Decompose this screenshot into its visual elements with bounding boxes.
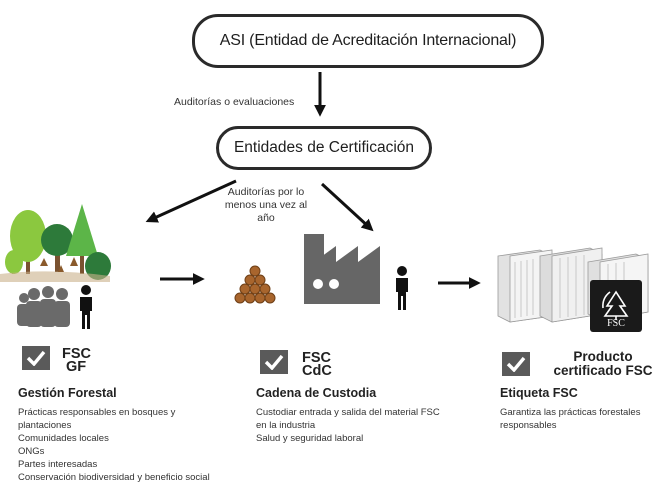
list-item: Comunidades locales (18, 433, 109, 444)
code-line2: certificado FSC (553, 363, 653, 378)
code-line2: GF (66, 359, 87, 375)
checkmark-icon (260, 350, 288, 374)
list-item: Prácticas responsables en bosques y (18, 407, 176, 418)
forest-management-list: Prácticas responsables en bosques y plan… (18, 406, 210, 484)
factory-icon (304, 234, 380, 304)
section-title-forest-management: Gestión Forestal (18, 386, 117, 400)
asi-accreditation-box: ASI (Entidad de Acreditación Internacion… (192, 14, 544, 68)
list-item: plantaciones (18, 420, 72, 431)
person-icon (396, 266, 408, 310)
section-title-chain-of-custody: Cadena de Custodia (256, 386, 377, 400)
audit-label-top: Auditorías o evaluaciones (174, 96, 295, 108)
asi-label: ASI (Entidad de Acreditación Internacion… (219, 32, 517, 49)
chain-of-custody-list: Custodiar entrada y salida del material … (256, 406, 440, 445)
list-item: ONGs (18, 446, 45, 457)
fsc-tree-logo-icon (590, 280, 642, 332)
arrow-icon (145, 179, 237, 223)
certification-entities-label: Entidades de Certificación (233, 139, 415, 156)
list-item: Partes interesadas (18, 459, 98, 470)
checkmark-icon (502, 352, 530, 376)
certified-product-code: Producto certificado FSC (544, 350, 662, 378)
log-pile-icon (234, 265, 276, 304)
list-item: Garantiza las prácticas forestales (500, 407, 641, 418)
arrow-icon (320, 182, 374, 232)
audit-label-middle: Auditorías por lo menos una vez al año (218, 186, 314, 225)
audit-label-line2: menos una vez al año (224, 199, 308, 224)
list-item: Custodiar entrada y salida del material … (256, 407, 440, 418)
list-item: Salud y seguridad laboral (256, 433, 364, 444)
code-line2: CdC (302, 363, 332, 379)
list-item: responsables (500, 420, 557, 431)
code-line1: FSC (62, 346, 91, 362)
list-item: en la industria (256, 420, 316, 431)
code-line1: Producto (573, 349, 633, 364)
certification-entities-box: Entidades de Certificación (216, 126, 432, 170)
section-title-fsc-label: Etiqueta FSC (500, 386, 578, 400)
fsc-label-list: Garantiza las prácticas forestales respo… (500, 406, 640, 432)
forest-trees-icon (0, 204, 111, 282)
fsc-gf-code: FSC GF (62, 346, 91, 375)
person-icon (80, 285, 92, 329)
list-item: Conservación biodiversidad y beneficio s… (18, 472, 210, 483)
fsc-logo-text: FSC (607, 318, 625, 329)
audit-label-line1: Auditorías por lo (227, 186, 305, 198)
people-group-icon (17, 286, 70, 327)
code-line1: FSC (302, 350, 331, 366)
checkmark-icon (22, 346, 50, 370)
fsc-cdc-code: FSC CdC (302, 350, 332, 379)
